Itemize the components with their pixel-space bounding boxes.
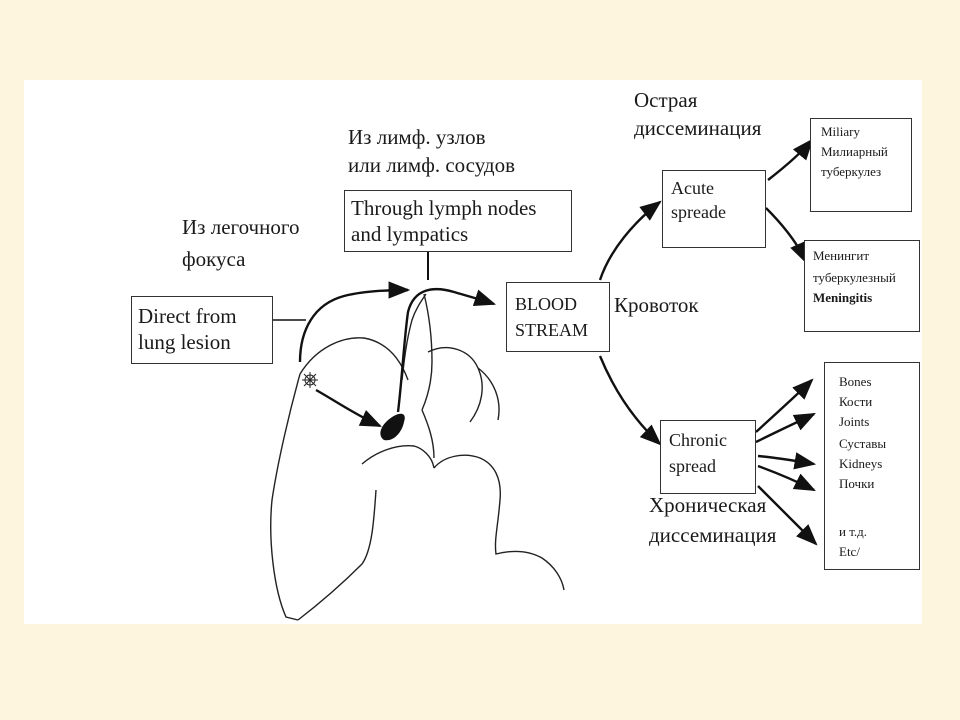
lung-heart-outline [270, 293, 565, 621]
organs-joints-ru: Суставы [839, 436, 887, 451]
bloodstream-ru-label: Кровоток [614, 293, 699, 317]
direct-box-line1: Direct from [138, 304, 237, 328]
arrow-chronic-etc [757, 485, 818, 546]
miliary-box-line1: Miliary [821, 124, 860, 139]
acute-spread-box: Acute spreade [662, 170, 766, 248]
arrow-chronic-bones [755, 378, 814, 433]
arrow-acute-meningitis [765, 207, 808, 264]
organs-kidneys-ru: Почки [839, 476, 875, 491]
miliary-box-line3: туберкулез [821, 164, 882, 179]
lymph-source-ru-line2: или лимф. сосудов [348, 153, 515, 177]
arrow-chronic-joints [755, 412, 816, 444]
lymph-source-ru-line1: Из лимф. узлов [348, 125, 486, 149]
organs-bones: Bones [839, 374, 872, 389]
acute-dissemination-ru-line1: Острая [634, 88, 698, 112]
meningitis-box-line2: туберкулезный [813, 270, 896, 285]
arrow-blood-acute [598, 200, 662, 281]
organs-kidneys: Kidneys [839, 456, 883, 471]
meningitis-box-line3: Meningitis [813, 290, 873, 305]
meningitis-box-line1: Менингит [813, 248, 869, 263]
chronic-spread-box: Chronic spread [660, 420, 756, 494]
meningitis-box: Менингит туберкулезный Meningitis [804, 240, 920, 332]
arrow-node-bloodstream [396, 287, 497, 413]
chronic-dissemination-ru-line2: диссеминация [649, 523, 777, 547]
lymph-node [380, 413, 405, 441]
miliary-tb-box: Miliary Милиарный туберкулез [810, 118, 912, 212]
blood-box-line1: BLOOD [515, 294, 577, 314]
direct-lesion-box: Direct from lung lesion [131, 296, 273, 364]
arrow-blood-chronic [598, 355, 662, 446]
acute-box-line2: spreade [671, 202, 726, 222]
organs-etc-ru: и т.д. [839, 524, 868, 539]
diagram-panel: Острая диссеминация Из лимф. узлов или л… [24, 80, 922, 624]
arrow-acute-miliary [767, 138, 814, 181]
miliary-box-line2: Милиарный [821, 144, 888, 159]
chronic-box-line2: spread [669, 456, 716, 476]
arrow-lesion-node [315, 388, 382, 428]
organs-etc: Etc/ [839, 544, 860, 559]
organs-joints: Joints [839, 414, 870, 429]
arrow-lesion-up [298, 281, 411, 363]
lung-focus-ru-line1: Из легочного [182, 215, 300, 239]
chronic-dissemination-ru-line1: Хроническая [649, 493, 767, 517]
organs-bones-ru: Кости [839, 394, 873, 409]
arrow-chronic-kidneys [757, 452, 817, 470]
organs-box: Bones Кости Joints Суставы Kidneys Почки… [824, 362, 920, 570]
lymph-nodes-box: Through lymph nodes and lympatics [344, 190, 572, 252]
direct-box-line2: lung lesion [138, 330, 231, 354]
acute-box-line1: Acute [671, 178, 714, 198]
lymph-box-line2: and lympatics [351, 222, 469, 246]
arrow-chronic-kidneys-2 [757, 464, 816, 492]
lymph-box-line1: Through lymph nodes [351, 196, 537, 220]
lung-lesion-mark [302, 372, 318, 388]
blood-box-line2: STREAM [515, 320, 589, 340]
chronic-box-line1: Chronic [669, 430, 727, 450]
lung-focus-ru-line2: фокуса [182, 247, 246, 271]
diagram-drawing [270, 138, 818, 621]
acute-dissemination-ru-line2: диссеминация [634, 116, 762, 140]
bloodstream-box: BLOOD STREAM [506, 282, 610, 352]
